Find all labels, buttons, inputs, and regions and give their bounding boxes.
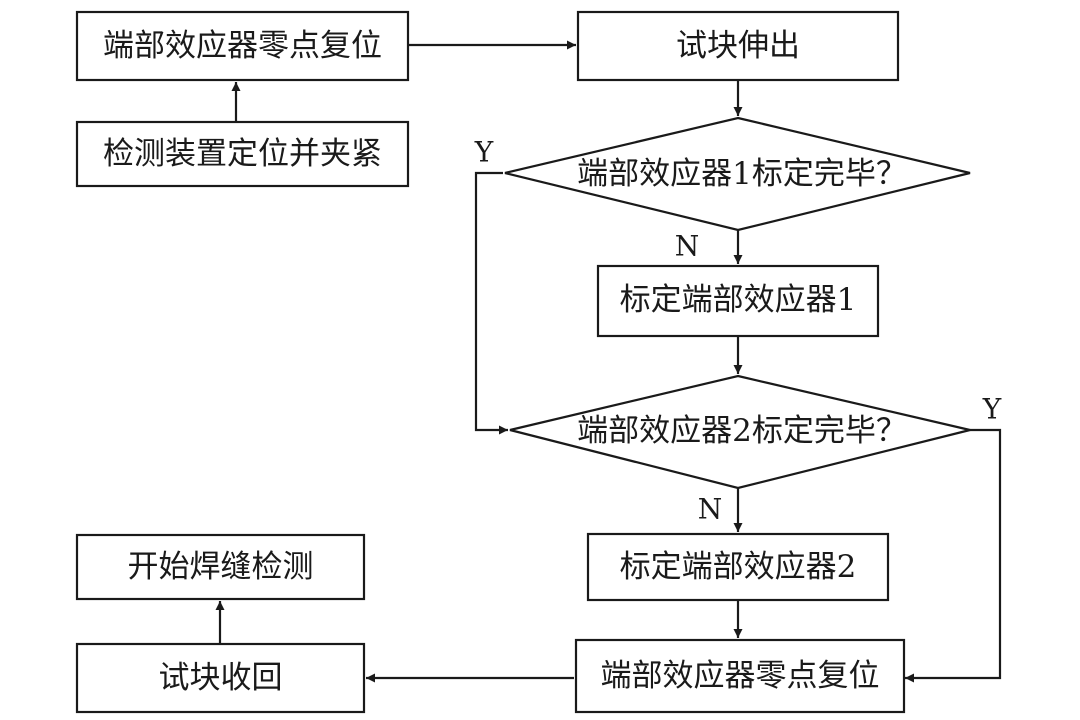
process-box <box>75 533 366 601</box>
node-label: 开始焊缝检测 <box>128 549 314 585</box>
arrow-q2-yes-to-reset <box>905 428 1002 683</box>
process-box <box>75 10 410 82</box>
arrow-q1-yes-to-q2 <box>474 171 508 435</box>
connectors <box>215 40 1002 683</box>
decision-diamond <box>509 374 971 490</box>
node-calibrate-ee1: 标定端部效应器1 <box>596 264 880 338</box>
node-label: 检测装置定位并夹紧 <box>103 136 382 172</box>
q2-no-label: N <box>698 493 723 526</box>
node-label: 试块伸出 <box>676 28 800 64</box>
q2-yes-label: Y <box>982 393 1002 426</box>
process-box <box>75 120 410 188</box>
node-ee2-calibrated-decision: 端部效应器2标定完毕？ <box>509 374 971 490</box>
q1-yes-label: Y <box>474 136 494 169</box>
q1-no-label: N <box>675 230 700 263</box>
node-label: 端部效应器2标定完毕？ <box>577 413 907 449</box>
node-label: 试块收回 <box>159 660 283 696</box>
node-label: 端部效应器零点复位 <box>103 28 382 64</box>
process-box <box>576 10 900 82</box>
process-box <box>574 638 906 714</box>
node-label: 标定端部效应器1 <box>620 282 857 318</box>
node-calibrate-ee2: 标定端部效应器2 <box>586 532 890 602</box>
node-block-extend: 试块伸出 <box>576 10 900 82</box>
process-box <box>75 642 366 714</box>
node-label: 端部效应器零点复位 <box>601 658 880 694</box>
node-start-weld-inspection: 开始焊缝检测 <box>75 533 366 601</box>
node-detect-device-clamp: 检测装置定位并夹紧 <box>75 120 410 188</box>
process-box <box>596 264 880 338</box>
node-ee-zero-reset-top: 端部效应器零点复位 <box>75 10 410 82</box>
node-block-retract: 试块收回 <box>75 642 366 714</box>
decision-diamond <box>504 116 971 232</box>
node-label: 标定端部效应器2 <box>620 549 857 585</box>
node-ee-zero-reset-bottom: 端部效应器零点复位 <box>574 638 906 714</box>
process-box <box>586 532 890 602</box>
node-label: 端部效应器1标定完毕？ <box>577 156 907 192</box>
node-ee1-calibrated-decision: 端部效应器1标定完毕？ <box>504 116 971 232</box>
